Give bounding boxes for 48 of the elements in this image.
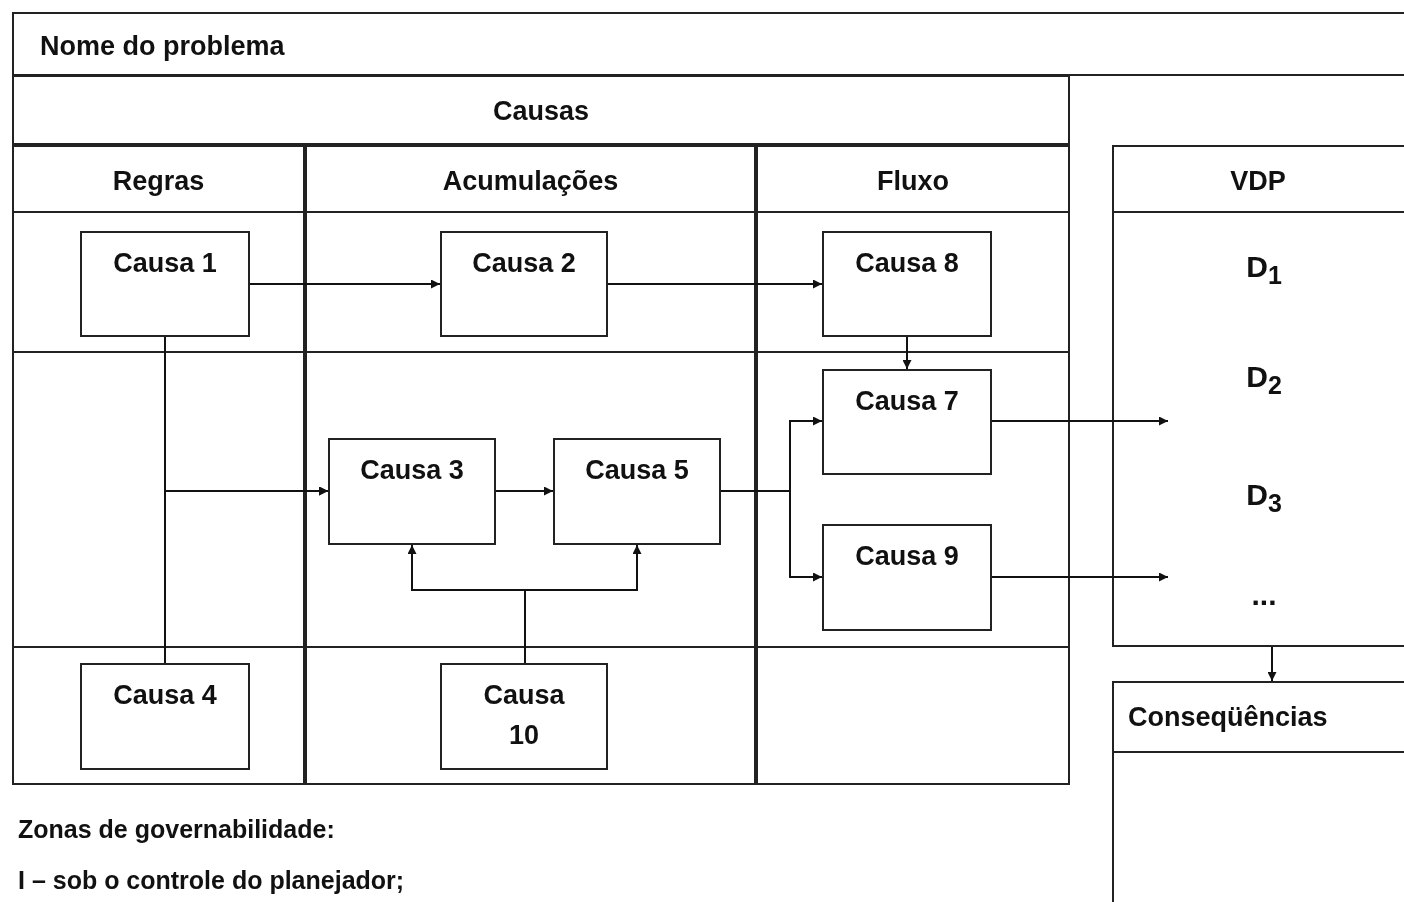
arrow — [902, 336, 912, 370]
node-label: Fluxo — [876, 165, 950, 198]
node-label: D$_{1}$ — [1245, 249, 1283, 291]
arrow — [720, 490, 823, 582]
node-label: D$_{3}$ — [1245, 477, 1283, 519]
node-label: Causa 1 — [112, 247, 218, 280]
node-label: ... — [1250, 577, 1278, 613]
node-label: D$_{2}$ — [1245, 359, 1283, 401]
header-band — [12, 12, 1404, 76]
process-box — [553, 438, 721, 545]
process-box — [80, 663, 250, 770]
node-label: Nome do problema — [40, 30, 285, 63]
note-text: I – sob o controle do planejador; — [18, 866, 405, 895]
arrow — [991, 572, 1169, 582]
arrow — [249, 279, 441, 289]
list-panel — [1112, 145, 1404, 647]
table-column — [305, 145, 756, 785]
arrow — [991, 416, 1169, 426]
process-box — [440, 663, 608, 770]
node-label: Causa 2 — [471, 247, 577, 280]
table-column — [756, 145, 1070, 785]
process-box — [822, 231, 992, 337]
node-label: Causa 7 — [854, 385, 960, 418]
node-label: Causa 10 — [482, 679, 566, 752]
node-label: Causa 9 — [854, 540, 960, 573]
node-label: Causa 3 — [359, 454, 465, 487]
note-text: Zonas de governabilidade: — [18, 815, 335, 844]
node-label: Acumulações — [441, 165, 620, 198]
process-box — [822, 369, 992, 475]
node-label: Causa 5 — [584, 454, 690, 487]
arrow — [524, 544, 642, 664]
process-box — [822, 524, 992, 631]
node-label: Causas — [491, 95, 591, 128]
process-box — [440, 231, 608, 337]
node-label: Conseqüências — [1128, 701, 1328, 734]
arrow — [607, 279, 823, 289]
arrow — [1267, 646, 1277, 682]
arrow — [164, 486, 329, 664]
table-frame — [12, 75, 1070, 785]
node-label: Regras — [111, 165, 206, 198]
node-label: Causa 4 — [112, 679, 218, 712]
table-column — [12, 145, 305, 785]
panel — [1112, 681, 1404, 902]
process-box — [80, 231, 250, 337]
process-box — [328, 438, 496, 545]
arrow — [495, 486, 554, 496]
node-label: Causa 8 — [854, 247, 960, 280]
node-label: VDP — [1229, 165, 1287, 198]
